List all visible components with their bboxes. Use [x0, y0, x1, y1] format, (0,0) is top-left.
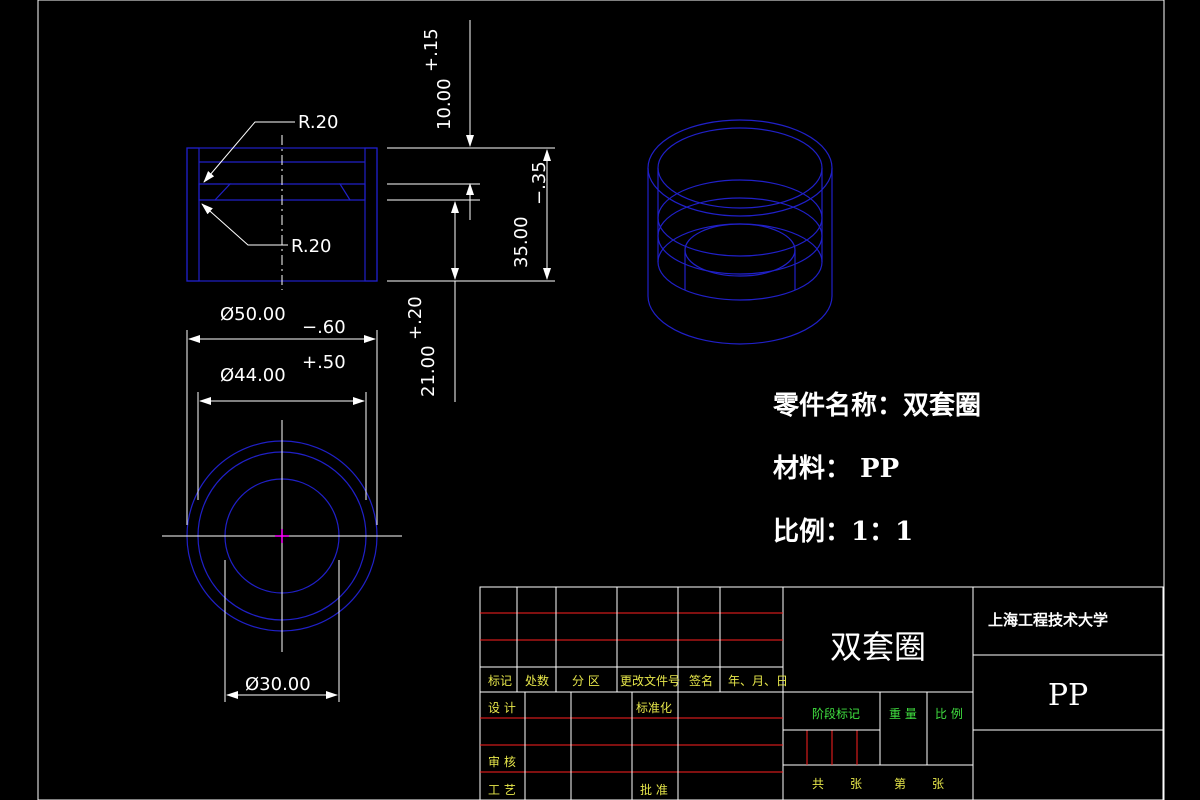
dim-d30-label: Ø30.00 — [245, 674, 311, 695]
label-sheet-no: 第 — [894, 777, 906, 791]
label-sign: 签名 — [689, 673, 713, 688]
label-process: 工 艺 — [488, 783, 516, 797]
school-name: 上海工程技术大学 — [988, 611, 1108, 629]
title-block: 标记 处数 分 区 更改文件号 签名 年、月、日 设 计 标准化 审 核 工 艺… — [479, 586, 1164, 800]
dim-10-tolerance: +.15 — [421, 28, 442, 72]
dim-d44-tolerance: +.50 — [302, 352, 346, 373]
label-date: 年、月、日 — [728, 674, 788, 688]
label-design: 设 计 — [488, 701, 516, 715]
label-ratio: 比 例 — [935, 707, 963, 721]
label-sheets-total: 张 — [850, 777, 862, 791]
label-weight: 重 量 — [889, 707, 917, 721]
section-view: R.20 R.20 — [186, 112, 378, 290]
label-standardize: 标准化 — [636, 701, 672, 715]
note-scale: 比例：1：1 — [773, 517, 913, 547]
dim-d50-tolerance: −.60 — [302, 317, 346, 338]
note-part-name: 零件名称：双套圈 — [773, 390, 981, 421]
label-sheets-no: 张 — [932, 777, 944, 791]
dim-10-label: 10.00 — [434, 78, 455, 130]
plan-view: Ø50.00 −.60 Ø44.00 +.50 Ø30.00 — [162, 304, 402, 702]
label-stage-mark: 阶段标记 — [812, 706, 860, 721]
dim-d44-label: Ø44.00 — [220, 365, 286, 386]
label-total: 共 — [812, 777, 824, 791]
dim-21-tolerance: +.20 — [405, 296, 426, 340]
vertical-dimensions: 10.00 +.15 35.00 −.35 21.00 +.20 — [387, 20, 555, 402]
label-review: 审 核 — [488, 754, 516, 769]
dim-d50-label: Ø50.00 — [220, 304, 286, 325]
dim-21-label: 21.00 — [418, 345, 439, 397]
dim-35-label: 35.00 — [511, 216, 532, 268]
label-mark: 标记 — [488, 674, 512, 688]
label-change-doc: 更改文件号 — [620, 673, 680, 688]
label-count: 处数 — [525, 673, 549, 688]
radius-label-top: R.20 — [298, 112, 339, 133]
isometric-view — [647, 119, 833, 345]
note-material: 材料： PP — [773, 454, 899, 484]
drawing-frame — [37, 0, 1165, 800]
label-zone: 分 区 — [572, 674, 600, 688]
radius-label-bottom: R.20 — [291, 236, 332, 257]
dim-35-tolerance: −.35 — [529, 161, 550, 205]
drawing-title: 双套圈 — [830, 628, 926, 666]
label-approve: 批 准 — [640, 782, 668, 797]
material-cell: PP — [1048, 678, 1088, 713]
